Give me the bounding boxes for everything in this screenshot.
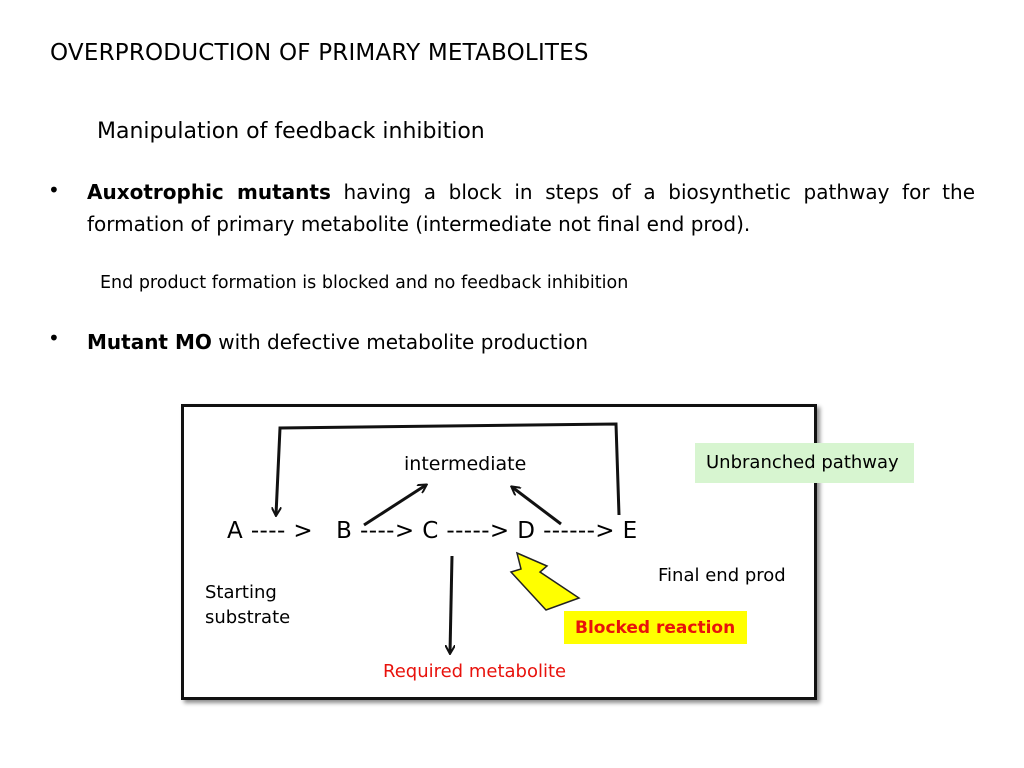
pathway-sequence: A ---- > B ----> C -----> D ------> E	[227, 518, 638, 544]
bullet-1-text: Auxotrophic mutants having a block in st…	[87, 176, 975, 240]
bullet-1-body: having a block in steps of a biosyntheti…	[87, 180, 975, 236]
unbranched-pathway-badge: Unbranched pathway	[695, 443, 914, 483]
starting-substrate-label: Starting substrate	[205, 582, 291, 628]
bullet-marker: •	[48, 178, 60, 202]
intermediate-label: intermediate	[404, 453, 527, 475]
bullet-1-emphasis: Auxotrophic mutants	[87, 180, 331, 204]
d-to-intermediate-arrow-icon	[512, 487, 562, 526]
blocked-reaction-badge: Blocked reaction	[564, 611, 748, 644]
bullet-2-body: with defective metabolite production	[211, 330, 589, 354]
bullet-marker: •	[48, 326, 60, 350]
required-metabolite-label: Required metabolite	[383, 661, 567, 682]
final-end-product-label: Final end prod	[658, 565, 786, 586]
page-title: OVERPRODUCTION OF PRIMARY METABOLITES	[50, 40, 589, 66]
b-to-intermediate-arrow-icon	[363, 485, 426, 527]
feedback-arrow-icon	[276, 422, 621, 515]
bullet-2-text: Mutant MO with defective metabolite prod…	[87, 326, 588, 358]
bullet-2-emphasis: Mutant MO	[87, 330, 212, 354]
lightning-bolt-icon	[509, 551, 581, 611]
subtitle: Manipulation of feedback inhibition	[97, 119, 485, 144]
bullet-1-note: End product formation is blocked and no …	[100, 273, 629, 293]
c-to-required-arrow-icon	[450, 555, 452, 653]
